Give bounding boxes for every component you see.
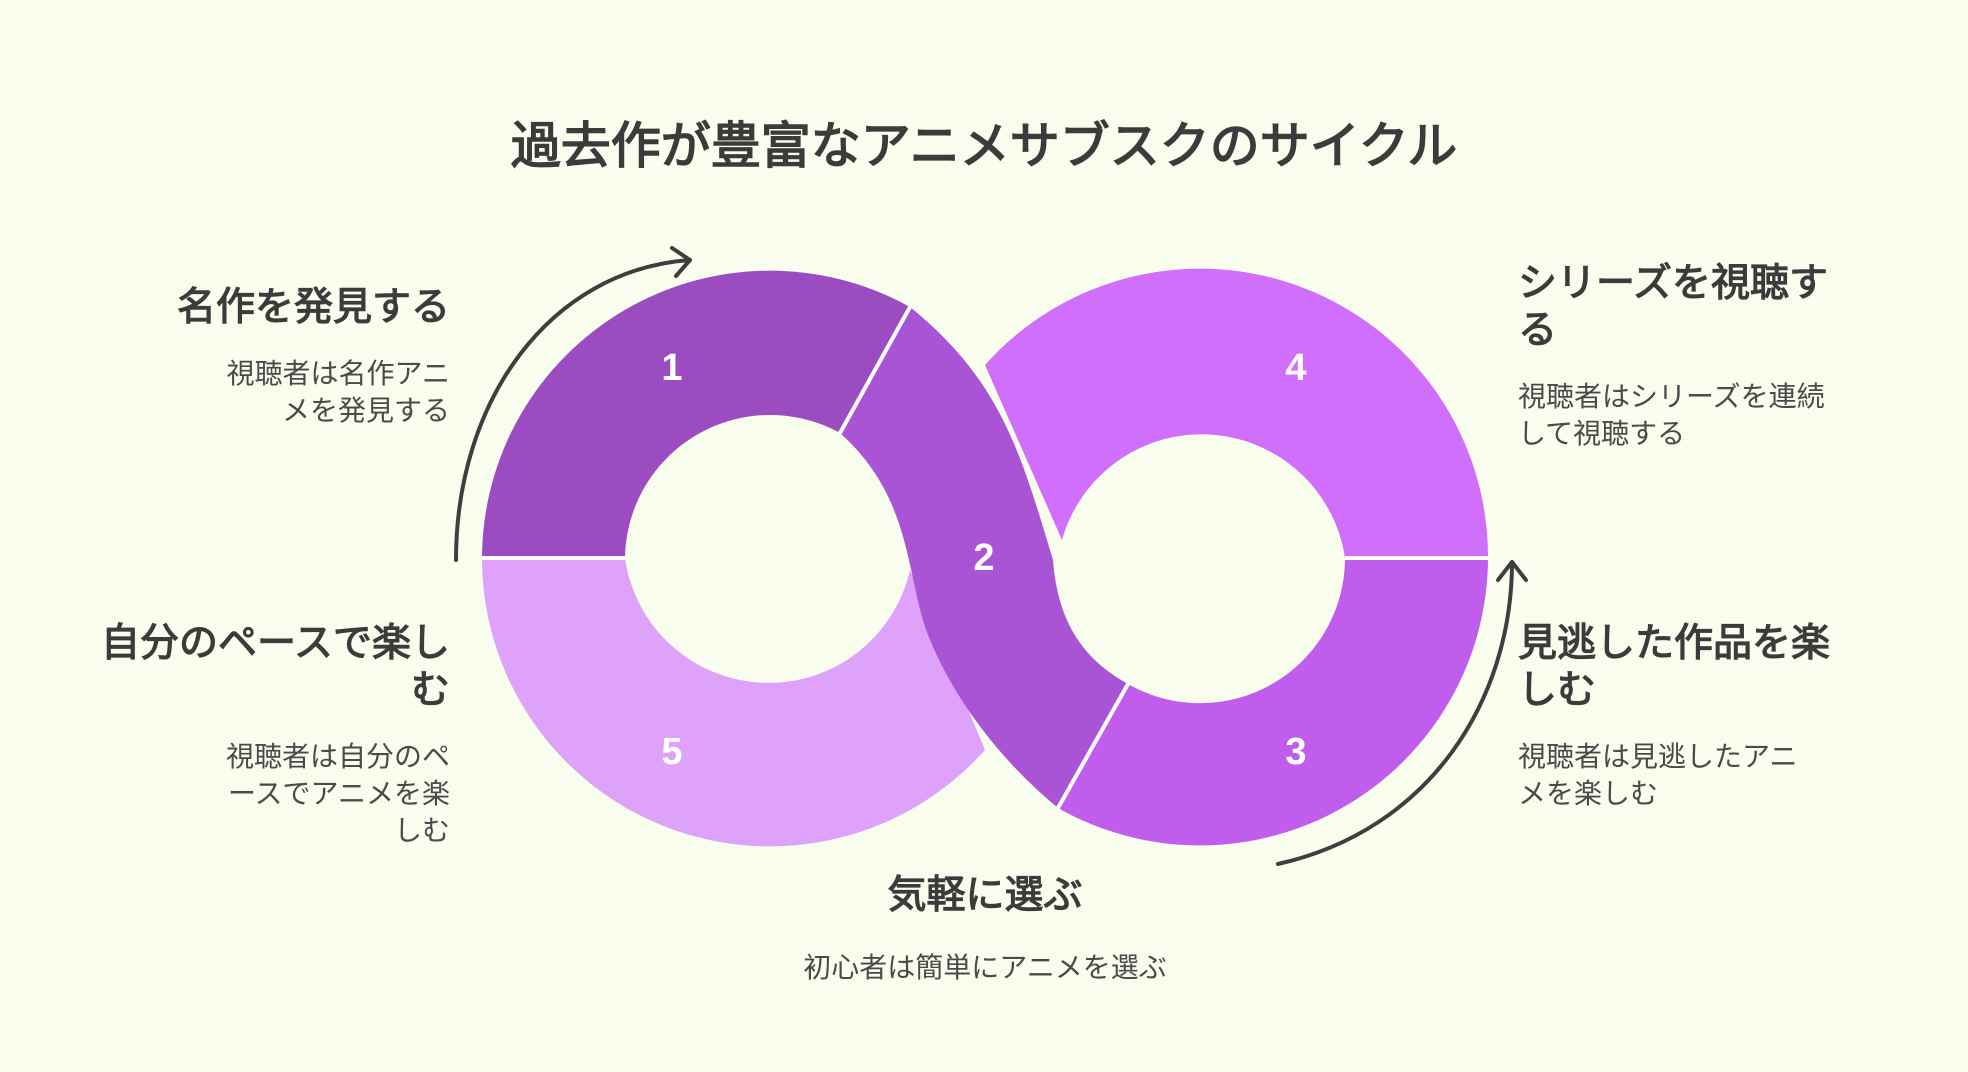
step-3-heading: 見逃した作品を楽しむ	[1518, 621, 1831, 713]
step-2-text: 気軽に選ぶ 初心者は簡単にアニメを選ぶ	[790, 872, 1180, 986]
arrow-upper-left-head	[670, 246, 692, 278]
step-1-heading: 名作を発見する	[176, 285, 450, 330]
segment-separators	[482, 306, 1488, 809]
separator-line	[838, 306, 912, 434]
step-4-heading: シリーズを視聴する	[1518, 261, 1829, 353]
step-number-5: 5	[661, 731, 682, 773]
step-5-description: 視聴者は自分のペースでアニメを楽しむ	[225, 740, 450, 847]
diagram-title: 過去作が豊富なアニメサブスクのサイクル	[510, 117, 1458, 175]
segment-1	[482, 270, 910, 558]
arrow-lower-right	[1276, 560, 1514, 866]
step-4-text: シリーズを視聴する 視聴者はシリーズを連続して視聴する	[1518, 260, 1838, 452]
step-2-description: 初心者は簡単にアニメを選ぶ	[803, 951, 1167, 984]
separator-line	[1056, 683, 1130, 809]
step-3-description: 視聴者は見逃したアニメを楽しむ	[1518, 740, 1798, 810]
step-5-text: 自分のペースで楽しむ 視聴者は自分のペースでアニメを楽しむ	[100, 620, 450, 849]
step-5-heading: 自分のペースで楽しむ	[100, 621, 450, 713]
arrow-upper-left	[454, 258, 692, 562]
step-number-2: 2	[973, 537, 994, 579]
cycle-arrows	[454, 246, 1528, 866]
step-3-text: 見逃した作品を楽しむ 視聴者は見逃したアニメを楽しむ	[1518, 620, 1838, 812]
step-4-description: 視聴者はシリーズを連続して視聴する	[1518, 380, 1825, 450]
segment-2	[840, 307, 1128, 808]
step-number-3: 3	[1285, 731, 1306, 773]
segment-3	[1058, 558, 1488, 846]
step-2-heading: 気軽に選ぶ	[887, 873, 1083, 918]
arrow-lower-right-head	[1496, 560, 1528, 582]
step-1-text: 名作を発見する 視聴者は名作アニメを発見する	[100, 284, 450, 429]
step-1-description: 視聴者は名作アニメを発見する	[226, 357, 450, 427]
step-number-4: 4	[1285, 347, 1306, 389]
segment-5	[481, 558, 985, 847]
segment-4	[985, 268, 1489, 558]
step-number-1: 1	[661, 347, 682, 389]
